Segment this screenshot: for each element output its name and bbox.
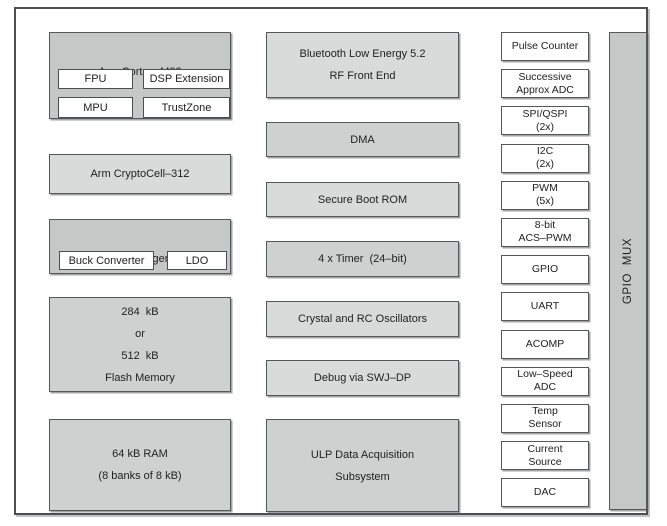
block-label: Debug via SWJ–DP — [313, 372, 412, 384]
block-label: DAC — [533, 486, 557, 499]
block-power-management: Power Management Buck Converter LDO — [49, 219, 231, 274]
block-label: 64 kB RAM (8 banks of 8 kB) — [98, 448, 182, 482]
block-dsp-extension: DSP Extension — [143, 69, 230, 89]
block-label: Bluetooth Low Energy 5.2 RF Front End — [299, 48, 426, 82]
block-label: ULP Data Acquisition Subsystem — [310, 448, 415, 483]
block-label: Arm CryptoCell–312 — [90, 168, 190, 180]
block-label: LDO — [185, 254, 209, 267]
block-label: TrustZone — [161, 101, 212, 114]
block-dac: DAC — [501, 478, 589, 508]
block-label: Pulse Counter — [511, 40, 579, 52]
block-pulse-counter: Pulse Counter — [501, 32, 589, 61]
block-label: SPI/QSPI (2x) — [522, 107, 568, 133]
block-arm-cortex-m33: Arm Cortex–M33 FPU DSP Extension MPU Tru… — [49, 32, 231, 119]
block-label: DSP Extension — [149, 73, 224, 85]
block-acs-pwm: 8-bit ACS–PWM — [501, 217, 589, 247]
block-label: GPIO MUX — [622, 237, 634, 305]
block-label: 4 x Timer (24–bit) — [318, 253, 407, 265]
block-label: I2C (2x) — [535, 145, 555, 171]
block-mpu: MPU — [58, 97, 133, 118]
block-label: Successive Approx ADC — [516, 70, 574, 96]
block-bluetooth-low-energy: Bluetooth Low Energy 5.2 RF Front End — [266, 32, 459, 98]
block-label: ACOMP — [525, 337, 565, 350]
block-label: Buck Converter — [68, 254, 145, 267]
block-current-source: Current Source — [501, 441, 589, 471]
block-label: GPIO — [531, 263, 559, 276]
block-label: FPU — [84, 73, 107, 85]
block-secure-boot-rom: Secure Boot ROM — [266, 182, 459, 217]
block-trustzone: TrustZone — [143, 97, 230, 118]
block-label: UART — [530, 300, 560, 313]
block-label: Temp Sensor — [528, 405, 562, 431]
block-arm-cryptocell-312: Arm CryptoCell–312 — [49, 154, 231, 194]
block-label: 8-bit ACS–PWM — [518, 219, 572, 245]
block-label: Current Source — [527, 442, 563, 468]
block-debug-swj-dp: Debug via SWJ–DP — [266, 360, 459, 396]
block-spi-qspi: SPI/QSPI (2x) — [501, 106, 589, 136]
block-ldo: LDO — [167, 251, 227, 270]
block-label: Secure Boot ROM — [317, 193, 408, 206]
block-uart: UART — [501, 292, 589, 322]
block-ulp-data-acquisition: ULP Data Acquisition Subsystem — [266, 419, 459, 512]
block-flash-memory: 284 kB or 512 kB Flash Memory — [49, 297, 231, 392]
block-label: Low–Speed ADC — [517, 368, 573, 394]
block-crystal-rc-oscillators: Crystal and RC Oscillators — [266, 301, 459, 337]
block-label: 284 kB or 512 kB Flash Memory — [105, 305, 175, 384]
chip-boundary: Arm Cortex–M33 FPU DSP Extension MPU Tru… — [14, 7, 648, 515]
block-acomp: ACOMP — [501, 329, 589, 359]
block-pwm: PWM (5x) — [501, 180, 589, 210]
block-gpio: GPIO — [501, 255, 589, 285]
block-timer: 4 x Timer (24–bit) — [266, 241, 459, 277]
block-low-speed-adc: Low–Speed ADC — [501, 366, 589, 396]
block-dma: DMA — [266, 122, 459, 157]
block-successive-approx-adc: Successive Approx ADC — [501, 69, 589, 99]
block-label: PWM (5x) — [532, 182, 558, 208]
block-fpu: FPU — [58, 69, 133, 89]
block-i2c: I2C (2x) — [501, 143, 589, 173]
peripheral-column: Pulse Counter Successive Approx ADC SPI/… — [501, 32, 589, 508]
block-temp-sensor: Temp Sensor — [501, 403, 589, 433]
block-label: DMA — [350, 133, 375, 146]
block-gpio-mux: GPIO MUX — [609, 32, 647, 510]
block-buck-converter: Buck Converter — [59, 251, 154, 270]
block-label: MPU — [83, 101, 108, 114]
block-label: Crystal and RC Oscillators — [298, 313, 427, 325]
block-ram: 64 kB RAM (8 banks of 8 kB) — [49, 419, 231, 511]
